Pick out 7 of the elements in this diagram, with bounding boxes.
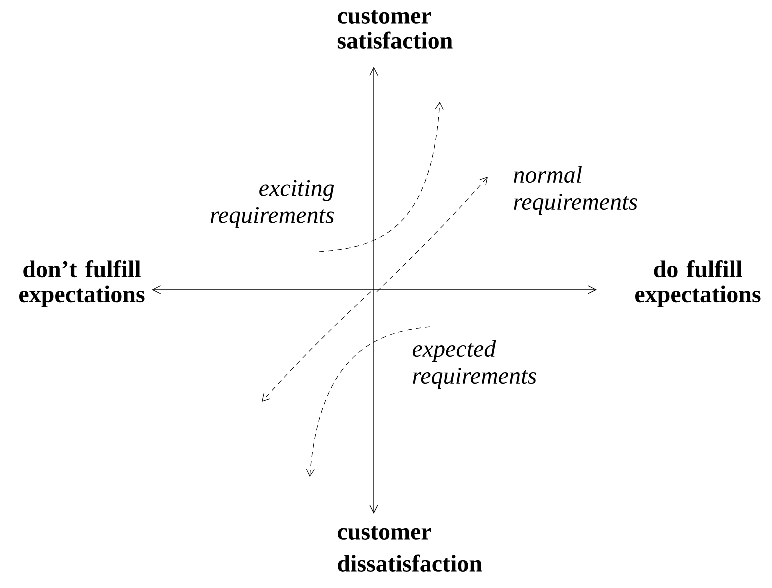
axis-label: customer satisfaction [338, 10, 453, 49]
axis-label: don’t fulfill expectations [20, 260, 145, 308]
curve-label: expected requirements [412, 340, 536, 389]
axis-label: do fulfill expectations [636, 260, 761, 308]
axis-label: customer dissatisfaction [338, 526, 482, 572]
curve-label: normal requirements [514, 166, 638, 215]
curve-label: exciting requirements [210, 180, 334, 228]
